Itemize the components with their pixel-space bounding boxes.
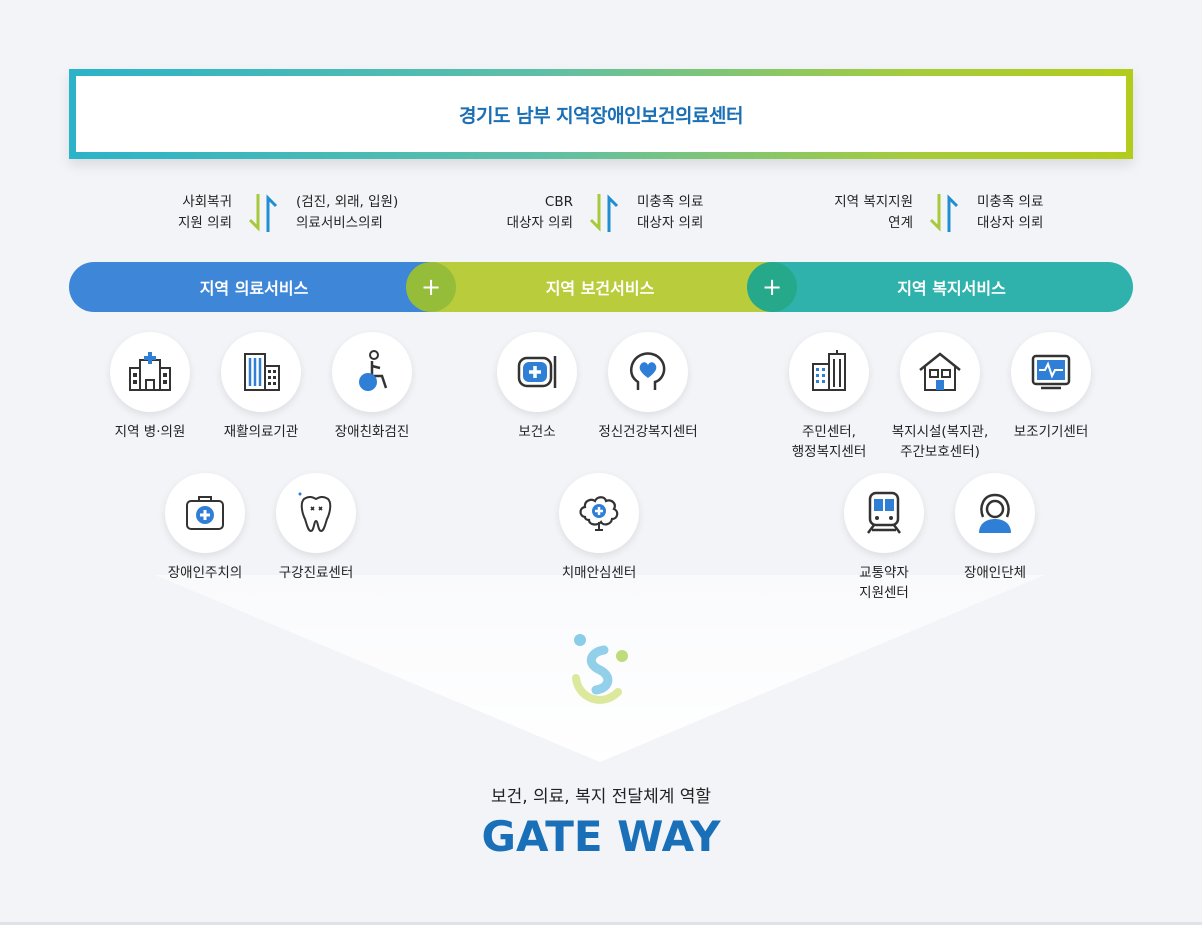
service-item-local-hospital: 지역 병·의원 xyxy=(80,332,220,442)
service-label: 복지시설(복지관, 주간보호센터) xyxy=(891,424,989,460)
service-item-assistive-device: 보조기기센터 xyxy=(981,332,1121,442)
tooth-icon xyxy=(298,492,332,533)
bidirectional-arrow-icon xyxy=(248,194,278,232)
service-label: 치매안심센터 xyxy=(561,565,637,581)
referral-left-text: 사회복귀 지원 의뢰 xyxy=(178,194,232,231)
brain-icon xyxy=(579,496,619,531)
divider xyxy=(0,922,1202,925)
service-item-disability-checkup: 장애친화검진 xyxy=(302,332,442,442)
service-label: 정신건강복지센터 xyxy=(598,424,698,440)
person-icon xyxy=(979,493,1011,533)
service-item-disability-org: 장애인단체 xyxy=(925,473,1065,583)
medical-service-bar: 지역 의료서비스 xyxy=(69,262,449,312)
community-center-icon xyxy=(812,350,846,391)
bidirectional-arrow-icon xyxy=(929,194,959,232)
service-label: 장애친화검진 xyxy=(334,424,410,440)
train-icon xyxy=(867,491,901,534)
service-label: 구강진료센터 xyxy=(278,565,354,581)
gateway-heading: GATE WAY xyxy=(481,812,721,861)
service-item-transport: 교통약자 지원센터 xyxy=(814,473,954,603)
monitor-icon xyxy=(1031,354,1071,390)
referral-welfare: 지역 복지지원 연계 미충족 의료 대상자 의뢰 xyxy=(753,190,1137,236)
referral-medical: 사회복귀 지원 의뢰 (검진, 외래, 입원) 의료서비스의뢰 xyxy=(72,190,456,236)
service-label: 교통약자 지원센터 xyxy=(859,565,909,601)
service-item-rehab: 재활의료기관 xyxy=(191,332,331,442)
service-label: 주민센터, 행정복지센터 xyxy=(791,424,867,460)
hospital-icon xyxy=(129,352,171,391)
health-center-icon xyxy=(517,356,557,388)
service-item-dental: 구강진료센터 xyxy=(246,473,386,583)
gateway-subtitle: 보건, 의료, 복지 전달체계 역할 xyxy=(490,787,712,807)
welfare-service-title: 지역 복지서비스 xyxy=(897,279,1006,298)
service-label: 장애인주치의 xyxy=(167,565,243,581)
medical-kit-icon xyxy=(186,496,224,530)
plus-icon: + xyxy=(406,262,456,312)
title-box: 경기도 남부 지역장애인보건의료센터 xyxy=(69,69,1133,159)
service-label: 장애인단체 xyxy=(963,565,1027,581)
health-service-bar: 지역 보건서비스 xyxy=(430,262,780,312)
page-title: 경기도 남부 지역장애인보건의료센터 xyxy=(459,104,743,127)
bidirectional-arrow-icon xyxy=(589,194,619,232)
service-item-dementia: 치매안심센터 xyxy=(529,473,669,583)
plus-icon: + xyxy=(747,262,797,312)
health-service-title: 지역 보건서비스 xyxy=(545,279,655,298)
service-item-mental-health: 정신건강복지센터 xyxy=(578,332,718,442)
service-label: 재활의료기관 xyxy=(223,424,299,440)
referral-right-text: 미충족 의료 대상자 의뢰 xyxy=(637,194,704,231)
medical-service-title: 지역 의료서비스 xyxy=(199,279,309,298)
service-item-health-center: 보건소 xyxy=(467,332,607,442)
center-logo-icon xyxy=(572,634,628,704)
service-label: 보건소 xyxy=(518,424,556,440)
referral-left-text: 지역 복지지원 연계 xyxy=(834,194,913,231)
service-item-community-center: 주민센터, 행정복지센터 xyxy=(759,332,899,462)
welfare-service-bar: 지역 복지서비스 xyxy=(770,262,1133,312)
service-label: 지역 병·의원 xyxy=(114,424,186,440)
wheelchair-icon xyxy=(359,350,388,391)
referral-health: CBR 대상자 의뢰 미충족 의료 대상자 의뢰 xyxy=(413,190,797,236)
service-item-welfare-facility: 복지시설(복지관, 주간보호센터) xyxy=(870,332,1010,462)
service-item-primary-doctor: 장애인주치의 xyxy=(135,473,275,583)
mental-health-icon xyxy=(630,352,666,390)
welfare-house-icon xyxy=(919,352,961,391)
building-icon xyxy=(244,353,280,391)
referral-right-text: (검진, 외래, 입원) 의료서비스의뢰 xyxy=(296,194,399,231)
service-label: 보조기기센터 xyxy=(1013,424,1089,440)
referral-left-text: CBR 대상자 의뢰 xyxy=(506,194,573,231)
referral-right-text: 미충족 의료 대상자 의뢰 xyxy=(977,194,1044,231)
